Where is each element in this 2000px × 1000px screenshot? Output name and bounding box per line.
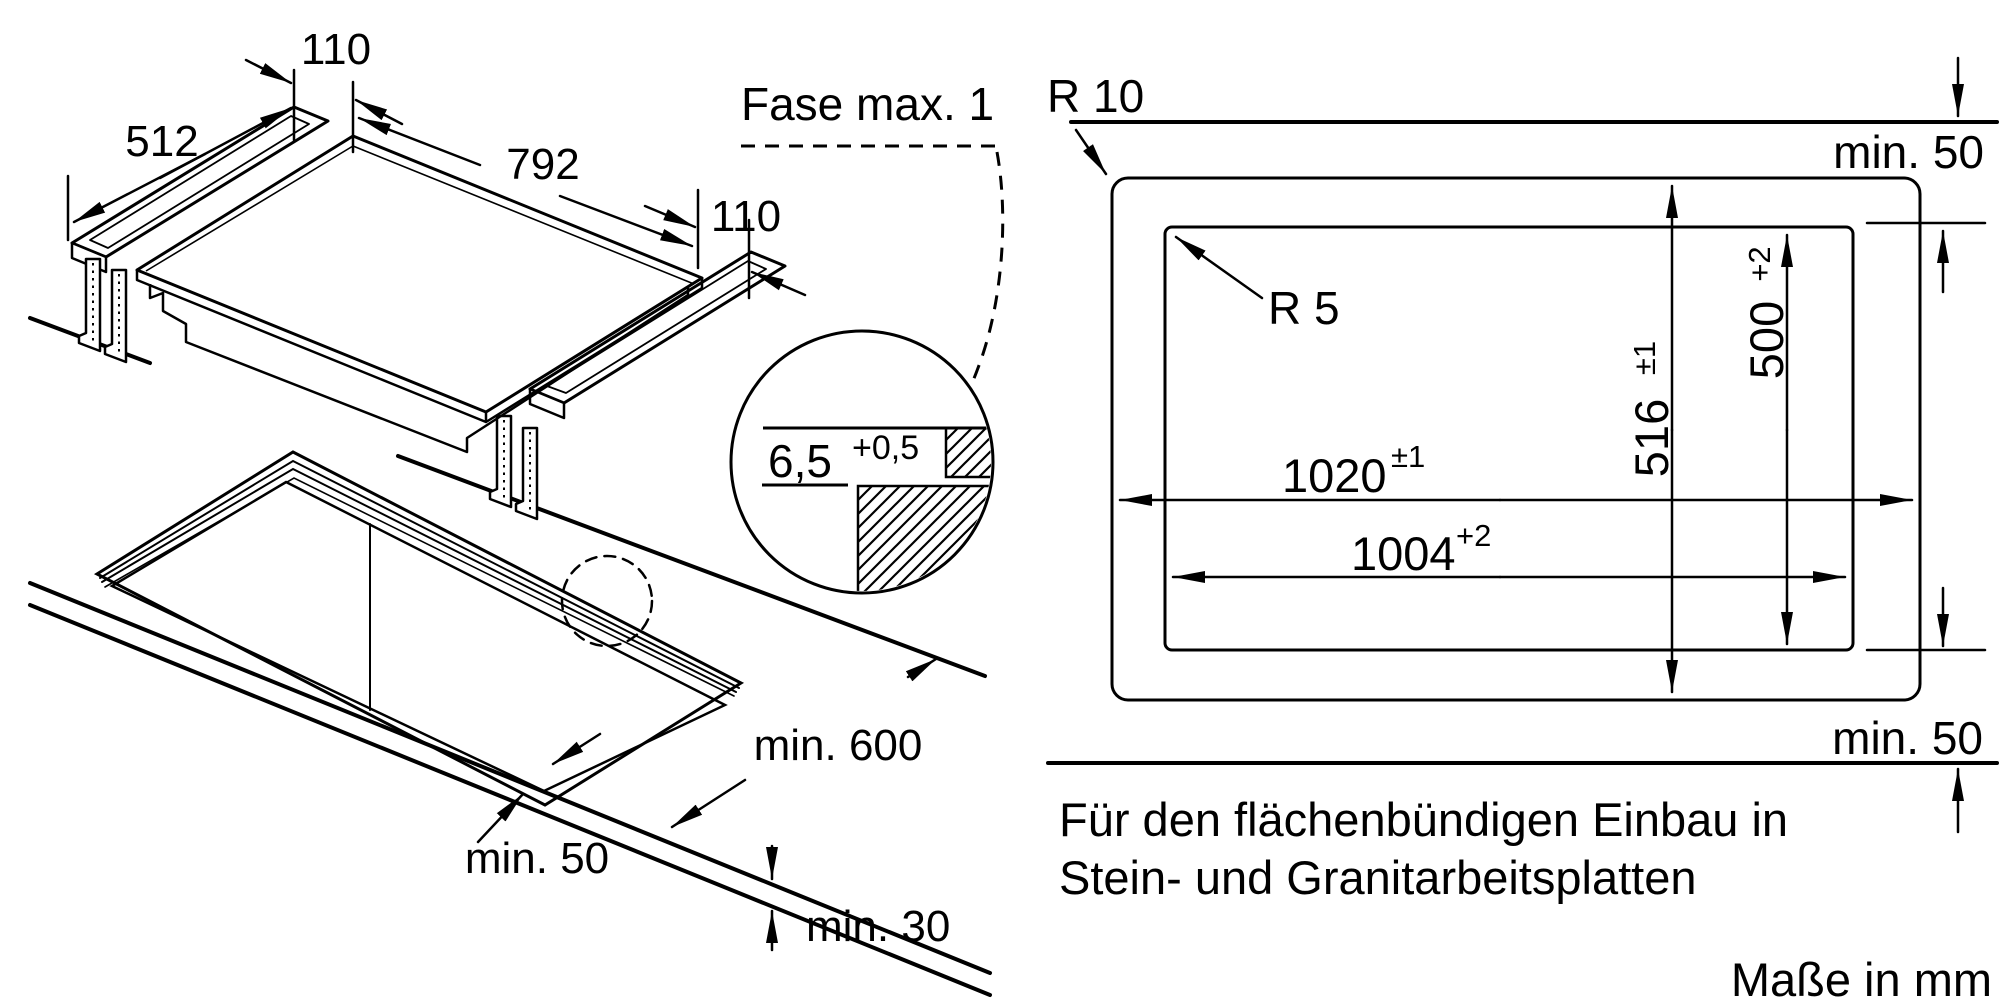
dim-516-tolerance: ±1 [1627, 341, 1662, 375]
detail-worktop-hatch [858, 486, 991, 591]
dim-min600-arrow-up [905, 657, 938, 682]
min50-bottom-label: min. 50 [1832, 712, 1983, 764]
dim-792-arrow-left [357, 116, 482, 167]
dim-1020-value: 1020 [1282, 449, 1387, 502]
detail-hob-edge-hatch [946, 428, 991, 477]
left-rail-leg-1 [77, 257, 102, 353]
dim-1004-value: 1004 [1351, 527, 1456, 580]
hob-body [135, 270, 704, 454]
dim-512-label: 512 [125, 117, 198, 166]
r5-label: R 5 [1268, 282, 1340, 334]
detail-circle: 6,5 +0,5 [729, 329, 995, 595]
dim-516-value: 516 [1625, 399, 1678, 477]
caption-line-2: Stein- und Granitarbeitsplatten [1059, 851, 1696, 904]
dim-min50-arrow-b [476, 792, 525, 844]
r10-label: R 10 [1047, 70, 1144, 122]
dim-110-right-arrow-b [750, 270, 807, 297]
detail-indicator-circle [560, 554, 654, 648]
left-rail-leg-2 [103, 268, 128, 364]
dim-1004-tolerance: +2 [1456, 518, 1491, 553]
dim-500-tolerance: +2 [1742, 246, 1777, 281]
dim-110-left-label: 110 [301, 25, 371, 74]
dim-min600-arrow-down [670, 778, 747, 829]
dim-110-left-arrow-a [244, 58, 293, 85]
r10-leader [1074, 128, 1108, 176]
dim-792-arrow-right [558, 194, 694, 248]
min50-top-label: min. 50 [1833, 126, 1984, 178]
plan-view [1046, 56, 1999, 834]
worktop-cutout-hole [109, 480, 728, 793]
dim-min30-label: min. 30 [806, 902, 950, 951]
r5-leader [1174, 235, 1264, 300]
right-rail-leg-1 [488, 414, 513, 509]
right-rail-leg-2 [514, 426, 539, 521]
cutout-rebate-line-3 [104, 477, 735, 697]
dim-500-value: 500 [1740, 301, 1793, 379]
worktop-cutout-outer [93, 450, 745, 807]
dim-110-right-arrow-a [643, 204, 697, 229]
cutout-outer-rect [1110, 176, 1922, 702]
hob-isometric [70, 105, 787, 521]
left-view-dimensions [66, 58, 938, 952]
cutout-inner-rect [1163, 225, 1855, 652]
dim-min600-label: min. 600 [754, 721, 923, 770]
cutout-rebate-line-2 [101, 467, 737, 693]
dim-1020-tolerance: ±1 [1391, 439, 1425, 474]
units-note: Maße in mm [1731, 953, 1992, 1000]
caption-line-1: Für den flächenbündigen Einbau in [1059, 793, 1788, 846]
left-mounting-rail [70, 105, 330, 364]
cutout-rebate-line-1 [99, 459, 740, 689]
dim-110-left-arrow-b [354, 98, 404, 126]
dim-110-right-label: 110 [711, 192, 781, 241]
dim-792-label: 792 [506, 140, 579, 189]
dim-min50-label: min. 50 [465, 834, 609, 883]
detail-depth-tolerance: +0,5 [852, 429, 919, 467]
dim-512-arrow-right [158, 106, 293, 180]
detail-depth-value: 6,5 [768, 435, 832, 487]
dim-min50-arrow-a [551, 732, 602, 766]
chamfer-note-label: Fase max. 1 [741, 78, 994, 130]
